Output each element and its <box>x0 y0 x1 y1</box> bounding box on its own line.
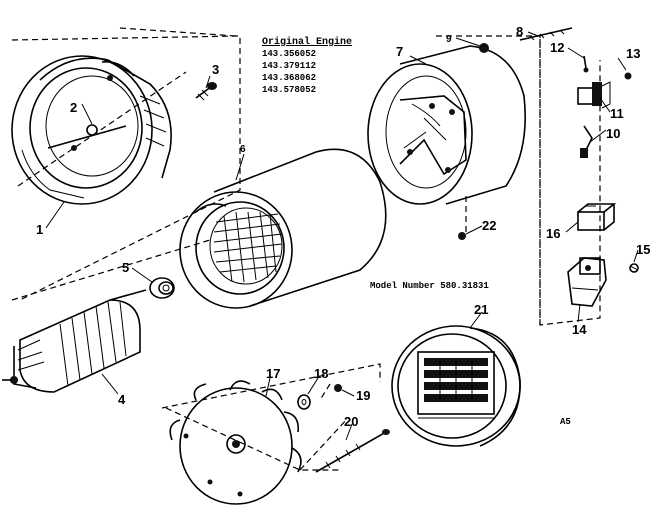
label-part-6: 6 <box>240 144 246 155</box>
engine-number-3: 143.368062 <box>262 73 316 83</box>
part-21-end-cover <box>391 325 521 447</box>
label-part-18: 18 <box>314 366 328 381</box>
part-20-stud-bolt <box>315 429 390 473</box>
part-6-stator-housing <box>179 148 387 309</box>
part-22-screw <box>458 232 466 240</box>
part-4-rotor <box>2 289 147 393</box>
label-part-11: 11 <box>610 106 624 121</box>
label-part-9: 9 <box>446 34 452 45</box>
part-11-brush-holder <box>577 81 611 109</box>
part-9-nut <box>479 43 489 53</box>
part-13-nut <box>624 72 632 80</box>
part-1-end-bell-housing <box>11 55 172 205</box>
label-part-14: 14 <box>572 322 587 337</box>
label-part-3: 3 <box>212 62 219 77</box>
part-8-through-bolt <box>519 27 573 41</box>
dashed-guide-lines <box>11 27 601 471</box>
part-18-washer <box>297 394 311 410</box>
engine-number-2: 143.379112 <box>262 61 316 71</box>
label-part-5: 5 <box>122 260 129 275</box>
label-part-15: 15 <box>636 242 650 257</box>
label-part-19: 19 <box>356 388 370 403</box>
part-7-end-housing <box>367 45 526 205</box>
engine-numbers-block: Original Engine 143.356052 143.379112 14… <box>262 36 352 95</box>
label-part-4: 4 <box>118 392 126 407</box>
model-number: Model Number 580.31831 <box>370 281 489 291</box>
label-part-8: 8 <box>516 24 523 39</box>
label-part-22: 22 <box>482 218 496 233</box>
part-labels: 1 2 3 4 5 6 7 8 9 10 11 12 13 14 15 16 1… <box>36 24 650 429</box>
engine-number-4: 143.578052 <box>262 85 316 95</box>
label-part-10: 10 <box>606 126 620 141</box>
label-part-7: 7 <box>396 44 403 59</box>
part-10-brush <box>580 125 593 158</box>
label-part-1: 1 <box>36 222 43 237</box>
leader-lines <box>45 31 639 441</box>
label-part-12: 12 <box>550 40 564 55</box>
label-part-20: 20 <box>344 414 358 429</box>
label-part-17: 17 <box>266 366 280 381</box>
part-17-fan-end-plate <box>169 380 302 505</box>
label-part-13: 13 <box>626 46 640 61</box>
part-14-switch-bracket <box>567 257 607 307</box>
part-15-screw <box>629 263 639 273</box>
stator-windings <box>213 211 283 283</box>
part-3-screw <box>195 82 217 101</box>
label-part-2: 2 <box>70 100 77 115</box>
engine-block-title: Original Engine <box>262 36 352 48</box>
part-19-nut <box>334 384 342 392</box>
engine-number-1: 143.356052 <box>262 49 316 59</box>
vent-slots <box>424 358 488 402</box>
part-16-terminal-block <box>577 203 617 231</box>
label-part-16: 16 <box>546 226 560 241</box>
part-5-bearing <box>149 277 175 299</box>
corner-mark: A5 <box>560 417 571 427</box>
label-part-21: 21 <box>474 302 488 317</box>
part-12-screw <box>583 55 589 73</box>
